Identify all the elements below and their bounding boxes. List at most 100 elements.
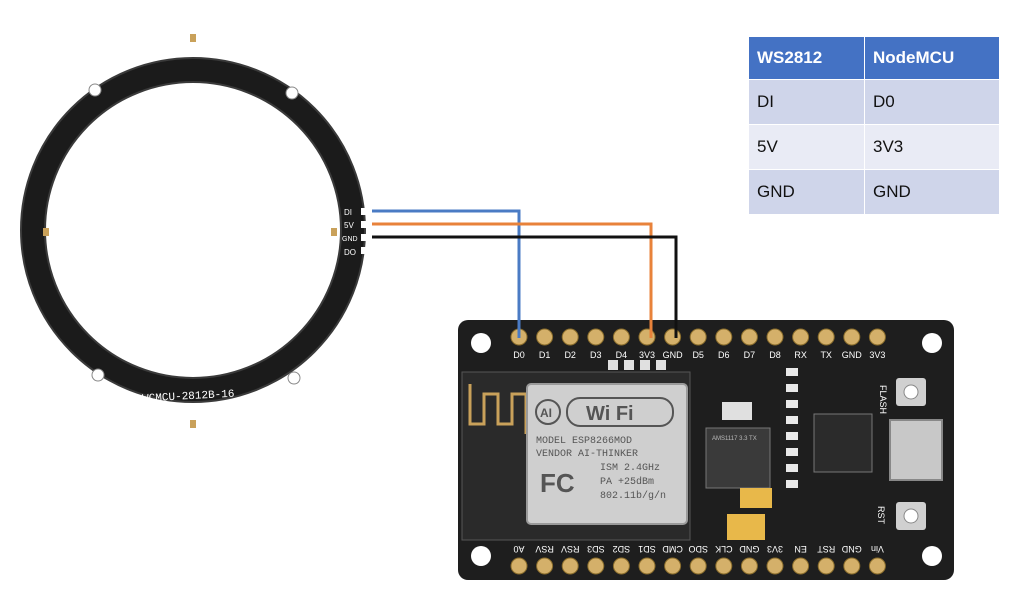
header-pin (536, 328, 554, 346)
header-pin (766, 557, 784, 575)
header-pin (664, 557, 682, 575)
ring-pad-gnd (361, 234, 375, 241)
bottom-pin-label: SDO (688, 544, 708, 554)
header-pin (536, 557, 554, 575)
module-line: 802.11b/g/n (600, 490, 666, 502)
header-pin (612, 328, 630, 346)
bottom-pin-label: 3V3 (767, 544, 783, 554)
top-pin-label: 3V3 (869, 350, 885, 360)
bottom-pin-label: CMD (662, 544, 683, 554)
top-pin-label: 3V3 (639, 350, 655, 360)
header-pin (561, 557, 579, 575)
wifi-logo (566, 397, 674, 427)
smd-part (786, 416, 798, 424)
bottom-pin-label: CLK (715, 544, 733, 554)
top-pin-label: TX (820, 350, 832, 360)
header-pin (510, 557, 528, 575)
table-row: DI D0 (748, 79, 1000, 125)
top-pin-label: D3 (590, 350, 602, 360)
module-line: VENDOR AI-THINKER (536, 449, 638, 460)
mount-hole (922, 546, 942, 566)
ring-pin-label: DI (344, 208, 352, 217)
smd-part (331, 228, 337, 236)
bottom-pin-label: RSV (561, 544, 580, 554)
header-pin (612, 557, 630, 575)
smd-part (786, 400, 798, 408)
bottom-pin-label: Vin (871, 544, 884, 554)
flash-label: FLASH (878, 385, 888, 414)
capacitor (740, 488, 772, 508)
smd-part (640, 360, 650, 370)
header-pin (740, 557, 758, 575)
ring-model-label: WCMCU-2812B-16 (142, 389, 235, 406)
regulator-label: AMS1117 3.3 TX (712, 436, 757, 442)
header-pin (843, 557, 861, 575)
ai-logo-text: AI (540, 406, 552, 420)
bottom-pin-label: SD2 (613, 544, 631, 554)
table-header: NodeMCU (864, 36, 1000, 80)
smd-part (786, 384, 798, 392)
wires (372, 209, 678, 338)
ring-pin-label: GND (342, 236, 358, 243)
ring-pin-label: 5V (344, 221, 354, 230)
bottom-pin-label: A0 (513, 544, 524, 554)
fc-logo: FC (540, 468, 575, 498)
led-ring: DI 5V GND DO WCMCU-2812B-16 (20, 34, 375, 428)
header-pin (561, 328, 579, 346)
antenna-trace (468, 384, 528, 434)
smd-part (190, 420, 196, 428)
table-cell: GND (748, 169, 865, 215)
bottom-pin-label: GND (739, 544, 760, 554)
smd-part (43, 228, 49, 236)
top-pin-label: D7 (744, 350, 756, 360)
top-pin-label: D4 (616, 350, 628, 360)
smd-part (786, 368, 798, 376)
pin-mapping-table: WS2812 NodeMCU DI D0 5V 3V3 GND GND (748, 36, 1000, 215)
top-pin-label: D1 (539, 350, 551, 360)
mount-hole (471, 546, 491, 566)
smd-part (722, 402, 752, 420)
header-pin (843, 328, 861, 346)
header-pin (868, 557, 886, 575)
bottom-pin-label: GND (841, 544, 862, 554)
header-pin (740, 328, 758, 346)
ring-pad-di (361, 208, 375, 215)
table-cell: GND (864, 169, 1000, 215)
top-pin-label: D5 (692, 350, 704, 360)
table-cell: D0 (864, 79, 1000, 125)
header-pin (689, 557, 707, 575)
table-row: 5V 3V3 (748, 124, 1000, 170)
smd-part (786, 432, 798, 440)
top-pin-label: GND (842, 350, 863, 360)
smd-part (608, 360, 618, 370)
header-pin (715, 557, 733, 575)
module-line: ISM 2.4GHz (600, 463, 660, 474)
table-row: GND GND (748, 169, 1000, 215)
wire-5v-to-3v3 (372, 222, 653, 338)
header-pin (638, 557, 656, 575)
bottom-pin-label: RSV (535, 544, 554, 554)
mount-hole (88, 83, 102, 97)
header-pin (817, 557, 835, 575)
smd-part (624, 360, 634, 370)
table-cell: 3V3 (864, 124, 1000, 170)
top-pin-label: RX (794, 350, 807, 360)
table-header-row: WS2812 NodeMCU (748, 36, 1000, 80)
ring-pad-5v (361, 221, 375, 228)
header-pin (587, 557, 605, 575)
wire-gnd-to-gnd (372, 235, 678, 338)
table-cell: 5V (748, 124, 865, 170)
bottom-pin-label: RST (817, 544, 836, 554)
smd-column (608, 360, 798, 488)
rst-label: RST (876, 506, 886, 525)
smd-part (786, 480, 798, 488)
header-pin (689, 328, 707, 346)
smd-part (786, 448, 798, 456)
ring-pin-label: DO (344, 248, 356, 257)
header-pin (638, 328, 656, 346)
mount-hole (471, 333, 491, 353)
table-header: WS2812 (748, 36, 865, 80)
